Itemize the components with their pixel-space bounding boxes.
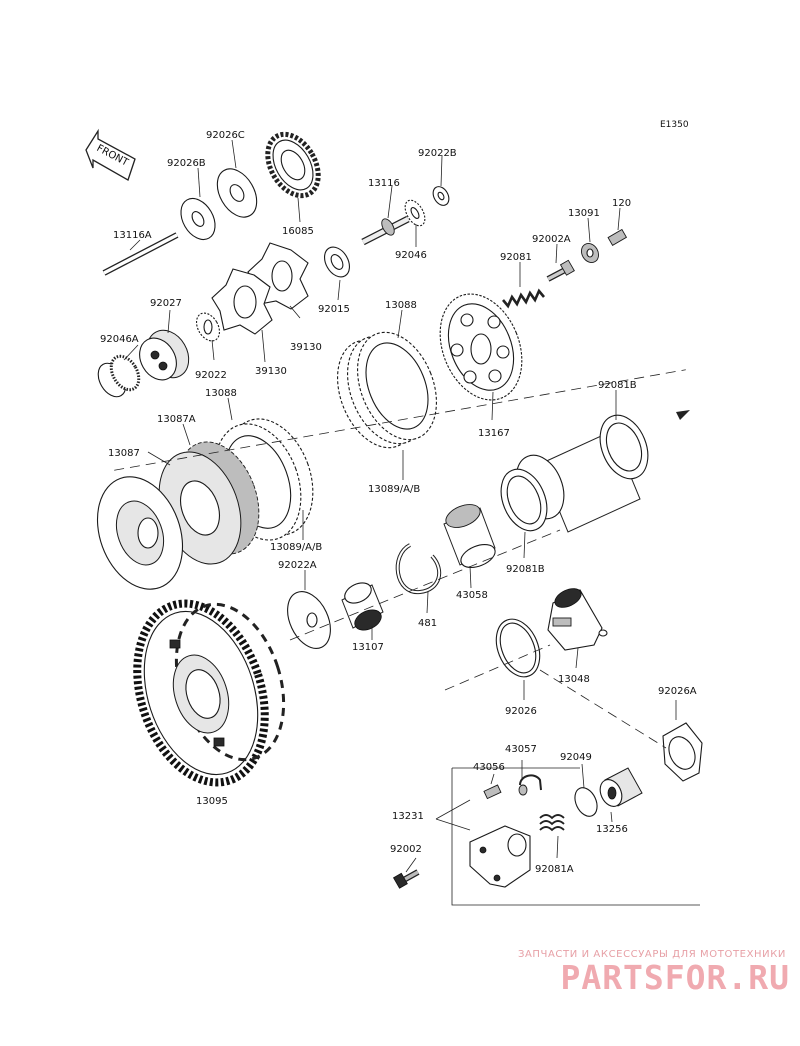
bearing-13256 [599, 767, 643, 807]
pressure-plate-13167 [439, 293, 523, 401]
label-13256: 13256 [596, 824, 628, 835]
label-43057: 43057 [505, 744, 537, 755]
spring-92081 [502, 288, 545, 309]
label-92026b: 92026B [167, 158, 206, 169]
label-13088-left: 13088 [205, 388, 237, 399]
washer-92022a [287, 591, 331, 649]
label-13116: 13116 [368, 178, 400, 189]
washer-92022b [432, 186, 450, 206]
label-92046: 92046 [395, 250, 427, 261]
collar-43058 [443, 504, 496, 569]
washer-92015 [324, 246, 350, 278]
cover-92026a [662, 722, 703, 782]
sprocket-16085 [265, 131, 321, 199]
holder-13048 [547, 588, 608, 651]
label-13095: 13095 [196, 796, 228, 807]
clip-43057 [518, 774, 542, 796]
washer-92022 [195, 312, 221, 342]
label-13107: 13107 [352, 642, 384, 653]
label-92081: 92081 [500, 252, 532, 263]
label-16085: 16085 [282, 226, 314, 237]
watermark-tagline: ЗАПЧАСТИ И АКСЕССУАРЫ ДЛЯ МОТОТЕХНИКИ [517, 949, 786, 960]
label-92022: 92022 [195, 370, 227, 381]
assembly-axes [114, 369, 690, 749]
clutch-hub-13087 [158, 441, 260, 565]
label-13167: 13167 [478, 428, 510, 439]
label-13088-top: 13088 [385, 300, 417, 311]
drawing-code: E1350 [660, 120, 689, 130]
pushrod-13116 [361, 215, 410, 246]
release-assembly-bracket [451, 767, 700, 906]
label-13087: 13087 [108, 448, 140, 459]
needle-bearing-92046a [97, 354, 141, 398]
label-13087a: 13087A [157, 414, 196, 425]
bearing-92046 [404, 199, 426, 227]
label-92046a: 92046A [100, 334, 139, 345]
label-13048: 13048 [558, 674, 590, 685]
label-92081a: 92081A [535, 864, 574, 875]
label-92002: 92002 [390, 844, 422, 855]
leader-lines [123, 139, 677, 873]
label-92027: 92027 [150, 298, 182, 309]
washer-92026b [180, 197, 216, 241]
label-39130-a: 39130 [290, 342, 322, 353]
bearing-13107 [341, 582, 384, 631]
label-120: 120 [612, 198, 631, 209]
washer-92026c [216, 168, 258, 218]
part-labels: 92026C 92026B 13116A 16085 13116 92022B … [100, 130, 697, 875]
label-13089ab-left: 13089/A/B [270, 542, 322, 553]
label-13116a: 13116A [113, 230, 152, 241]
pushrod-13116a [102, 232, 179, 276]
label-92002a: 92002A [532, 234, 571, 245]
label-39130-b: 39130 [255, 366, 287, 377]
nut-13091 [581, 243, 599, 263]
label-92081b-top: 92081B [598, 380, 637, 391]
clutch-housing-gear-13095 [133, 599, 286, 787]
label-13091: 13091 [568, 208, 600, 219]
spring-plate-39130-front [211, 268, 273, 335]
front-direction-arrow: FRONT [85, 128, 136, 181]
bolt-120 [607, 228, 628, 246]
label-92015: 92015 [318, 304, 350, 315]
bolt-92002a [546, 259, 575, 282]
bolt-92002 [392, 869, 420, 889]
label-92081b-mid: 92081B [506, 564, 545, 575]
collar-92027 [139, 329, 190, 381]
label-92026c: 92026C [206, 130, 245, 141]
label-43056: 43056 [473, 762, 505, 773]
ring-92049 [574, 787, 598, 817]
label-92026: 92026 [505, 706, 537, 717]
watermark-logo: PARTSFOR.RU [560, 958, 790, 997]
label-481: 481 [418, 618, 437, 629]
spring-92081a [539, 814, 565, 832]
clutch-housing-flange [96, 476, 184, 590]
release-lever-13231 [469, 825, 531, 888]
label-92049: 92049 [560, 752, 592, 763]
ring-92081b [500, 468, 548, 532]
snap-ring-481 [395, 543, 442, 595]
label-92022b: 92022B [418, 148, 457, 159]
label-43058: 43058 [456, 590, 488, 601]
pin-43056 [483, 784, 502, 800]
friction-plate-stack-13088 [337, 331, 437, 449]
label-92026a: 92026A [658, 686, 697, 697]
o-ring-92026 [495, 618, 541, 678]
label-92022a: 92022A [278, 560, 317, 571]
label-13089ab-right: 13089/A/B [368, 484, 420, 495]
label-13231: 13231 [392, 811, 424, 822]
